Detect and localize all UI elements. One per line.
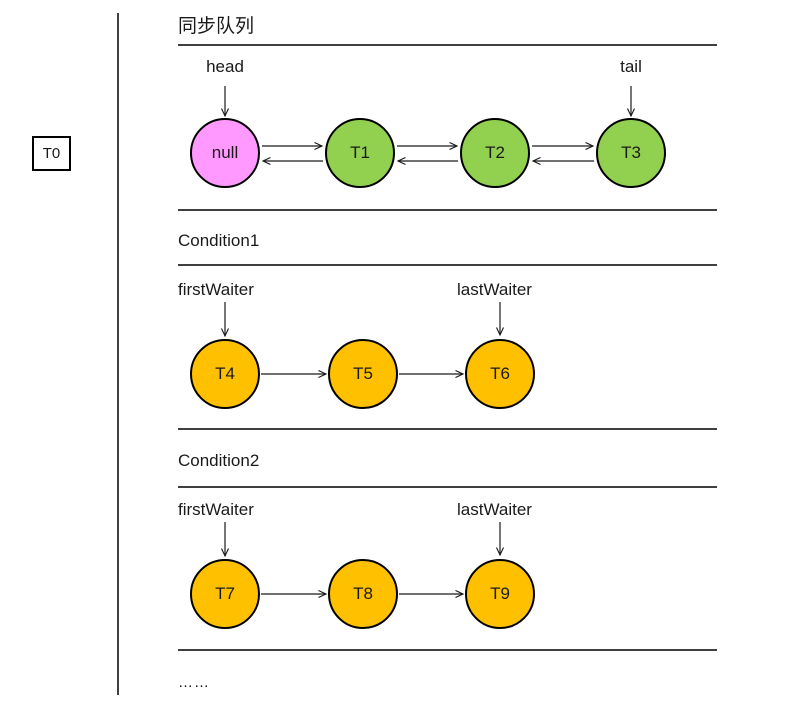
section-line-4 (178, 428, 717, 430)
sync-node-t1: T1 (325, 118, 395, 188)
sync-node-null: null (190, 118, 260, 188)
condition2-title: Condition2 (178, 451, 260, 470)
more-conditions-ellipsis: …… (178, 674, 210, 691)
condition1-lastwaiter-label: lastWaiter (457, 280, 532, 299)
section-line-5 (178, 486, 717, 488)
section-line-6 (178, 649, 717, 651)
sync-node-t2: T2 (460, 118, 530, 188)
condition1-node-t5: T5 (328, 339, 398, 409)
condition2-node-t9: T9 (465, 559, 535, 629)
condition1-title: Condition1 (178, 231, 260, 250)
vertical-divider (117, 13, 119, 695)
tail-label: tail (620, 57, 642, 76)
condition2-node-t8: T8 (328, 559, 398, 629)
section-line-2 (178, 209, 717, 211)
section-line-3 (178, 264, 717, 266)
condition2-node-t7: T7 (190, 559, 260, 629)
condition1-node-t6: T6 (465, 339, 535, 409)
head-label: head (206, 57, 244, 76)
section-line-1 (178, 44, 717, 46)
condition1-firstwaiter-label: firstWaiter (178, 280, 254, 299)
condition1-node-t4: T4 (190, 339, 260, 409)
sync-queue-title: 同步队列 (178, 16, 255, 37)
thread-box: T0 (32, 136, 71, 171)
condition2-firstwaiter-label: firstWaiter (178, 500, 254, 519)
sync-node-t3: T3 (596, 118, 666, 188)
condition2-lastwaiter-label: lastWaiter (457, 500, 532, 519)
